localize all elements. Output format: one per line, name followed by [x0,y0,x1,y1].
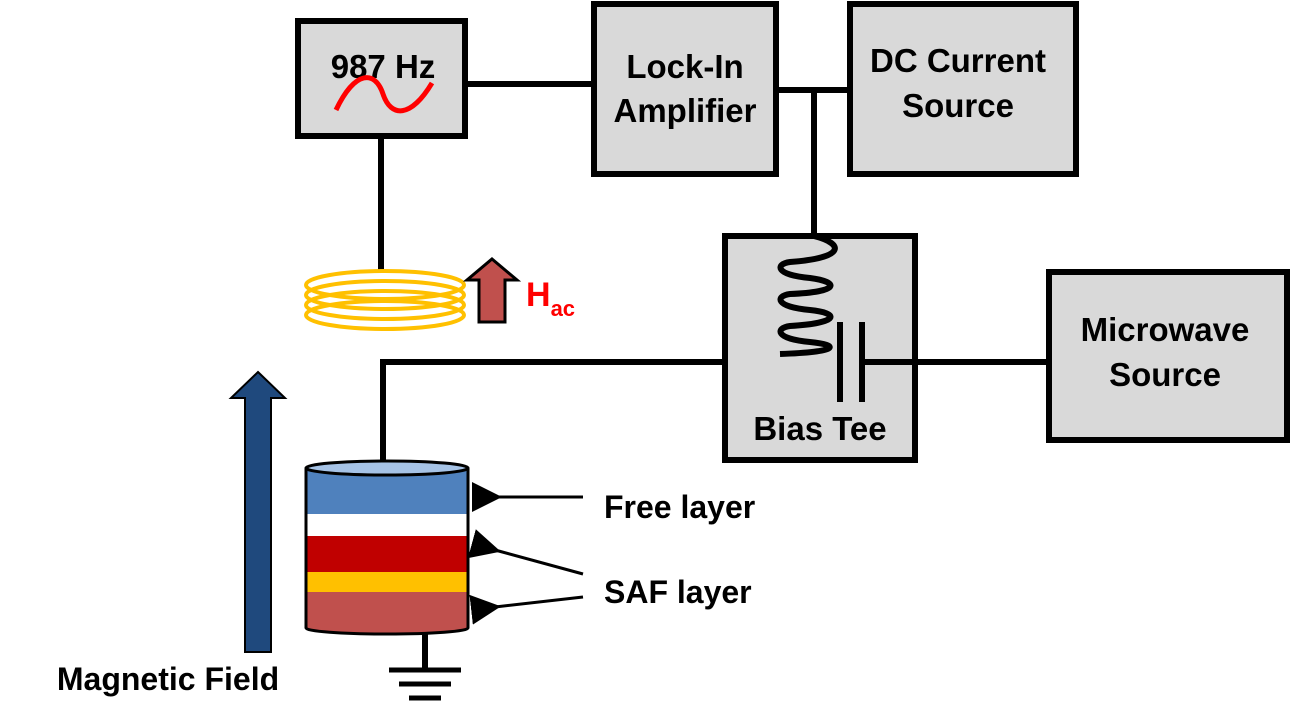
hac-arrow-icon [462,257,522,324]
microwave-frame [1046,269,1290,443]
free-layer-label: Free layer [604,489,755,525]
saf-layer-top-block [306,536,468,572]
hac-label: Hac [526,276,575,321]
microwave-label-line1: Microwave [1081,311,1250,348]
ground-icon [389,667,461,701]
oscillator-frequency-label: 987 Hz [331,48,436,85]
lockin-label-line1: Lock-In [626,48,743,85]
device-top-face [304,459,470,477]
hac-label-sub: ac [551,296,575,321]
microwave-label-line2: Source [1109,356,1221,393]
coil-icon [304,269,466,331]
wire-device-to-bias-tee [380,359,835,465]
magnetic-field-label: Magnetic Field [57,661,279,697]
inductor-icon [777,233,838,357]
bias-tee-label: Bias Tee [753,410,886,447]
saf-layer-label: SAF layer [604,574,752,610]
saf-layer-bottom-block [306,592,468,634]
wires [378,81,1049,668]
magnetic-field-indicator: Magnetic Field [57,370,288,697]
hac-label-main: H [526,276,551,314]
hac-indicator: Hac [462,257,575,324]
dc-current-source-box: DC Current Source [847,1,1079,177]
saf-bottom-arrow-icon [469,594,584,625]
dc-source-label-line2: Source [902,87,1014,124]
spacer-layer-block [306,514,468,536]
field-arrow-icon [228,370,288,653]
saf-spacer-block [306,572,468,592]
lockin-amplifier-box: Lock-In Amplifier [591,1,779,177]
lockin-frame [591,1,779,177]
coil-turn-4 [304,299,466,331]
device-bottom-edge [304,627,470,636]
coil-turn-2 [304,279,466,311]
lockin-label-line2: Amplifier [613,92,756,129]
sine-wave-icon [333,75,435,114]
bias-tee-box: Bias Tee [722,233,918,463]
device-stack [304,459,470,636]
layer-annotation-arrows [467,482,584,625]
coil-turn-3 [304,289,466,321]
oscillator-box: 987 Hz [295,18,468,139]
oscillator-frame [295,18,468,139]
dc-source-frame [847,1,1079,177]
dc-source-label-line1: DC Current [870,42,1046,79]
microwave-source-box: Microwave Source [1046,269,1290,443]
saf-top-arrow-icon [467,529,584,576]
